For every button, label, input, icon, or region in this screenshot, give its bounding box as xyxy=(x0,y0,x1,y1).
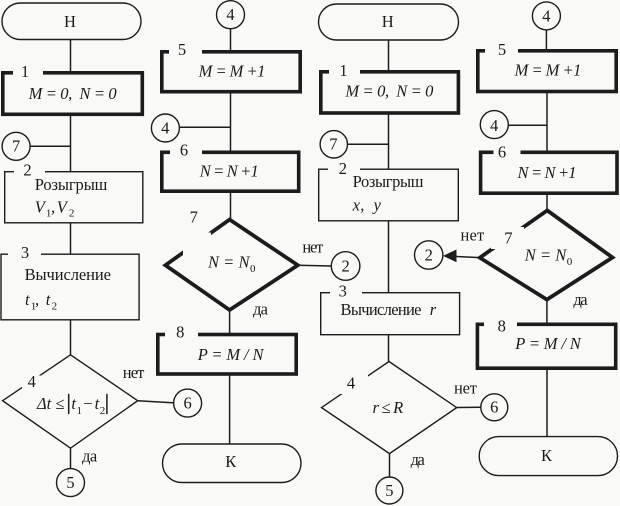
svg-text:t: t xyxy=(71,394,76,413)
svg-text:M = M +1: M = M +1 xyxy=(514,60,582,79)
svg-text:1: 1 xyxy=(77,405,83,417)
svg-text:,: , xyxy=(51,197,55,216)
svg-text:V: V xyxy=(57,197,69,216)
svg-text:2: 2 xyxy=(69,208,75,220)
svg-text:6: 6 xyxy=(490,398,498,417)
svg-text:4: 4 xyxy=(226,5,234,24)
svg-text:5: 5 xyxy=(178,40,186,59)
svg-text:7: 7 xyxy=(190,207,198,226)
svg-text:6: 6 xyxy=(498,143,506,162)
svg-text:2: 2 xyxy=(425,245,433,264)
svg-text:t: t xyxy=(46,290,51,309)
svg-text:1: 1 xyxy=(46,208,52,220)
svg-text:2: 2 xyxy=(52,300,58,312)
svg-text:Розыгрыш: Розыгрыш xyxy=(35,175,108,194)
svg-text:0: 0 xyxy=(567,256,573,268)
svg-text:нет: нет xyxy=(123,363,145,382)
svg-text:нет: нет xyxy=(461,225,485,244)
svg-text:4: 4 xyxy=(490,116,498,135)
svg-text:4: 4 xyxy=(347,373,355,392)
svg-text:Вычисление: Вычисление xyxy=(25,265,111,284)
svg-text:Вычисление: Вычисление xyxy=(341,300,422,319)
svg-text:−: − xyxy=(82,394,93,413)
svg-text:да: да xyxy=(573,290,588,309)
svg-text:3: 3 xyxy=(339,281,347,300)
svg-text:1: 1 xyxy=(339,61,347,80)
svg-text:5: 5 xyxy=(385,481,393,500)
svg-text:1: 1 xyxy=(31,300,37,312)
svg-text:N = N +1: N = N +1 xyxy=(517,163,577,182)
svg-text:N = N +1: N = N +1 xyxy=(199,161,259,180)
svg-text:t: t xyxy=(25,290,30,309)
svg-text:M = 0, N = 0: M = 0, N = 0 xyxy=(28,84,118,103)
svg-text:7: 7 xyxy=(504,229,512,248)
svg-text:8: 8 xyxy=(498,317,506,336)
svg-text:2: 2 xyxy=(341,256,349,275)
svg-text:4: 4 xyxy=(28,372,36,391)
svg-text:Δt ≤: Δt ≤ xyxy=(36,394,64,413)
svg-text:да: да xyxy=(411,450,426,469)
svg-text:,: , xyxy=(35,290,39,309)
svg-text:P = M / N: P = M / N xyxy=(514,334,581,353)
svg-text:M = M +1: M = M +1 xyxy=(198,61,266,80)
svg-text:N = N: N = N xyxy=(207,253,250,272)
svg-text:6: 6 xyxy=(180,140,188,159)
svg-text:7: 7 xyxy=(329,135,337,154)
svg-text:x, y: x, y xyxy=(352,195,382,214)
svg-text:2: 2 xyxy=(100,405,106,417)
svg-text:К: К xyxy=(225,452,237,471)
svg-text:Розыгрыш: Розыгрыш xyxy=(353,172,424,191)
svg-text:6: 6 xyxy=(183,394,191,413)
svg-text:2: 2 xyxy=(339,159,347,178)
svg-text:да: да xyxy=(82,447,98,466)
svg-text:5: 5 xyxy=(66,473,74,492)
svg-text:нет: нет xyxy=(302,237,323,256)
svg-text:r: r xyxy=(430,300,437,319)
svg-text:t: t xyxy=(95,394,100,413)
svg-text:2: 2 xyxy=(23,161,31,180)
svg-text:3: 3 xyxy=(21,243,29,262)
svg-text:r ≤ R: r ≤ R xyxy=(373,398,404,417)
svg-text:1: 1 xyxy=(21,62,29,81)
svg-text:нет: нет xyxy=(454,379,477,398)
svg-text:Н: Н xyxy=(382,12,394,31)
svg-text:P = M / N: P = M / N xyxy=(197,345,265,364)
svg-text:Н: Н xyxy=(64,12,76,31)
svg-text:N = N: N = N xyxy=(524,245,567,264)
svg-text:да: да xyxy=(253,300,269,319)
svg-text:7: 7 xyxy=(12,137,20,156)
svg-text:M = 0, N = 0: M = 0, N = 0 xyxy=(344,81,434,100)
svg-text:V: V xyxy=(35,197,47,216)
svg-text:4: 4 xyxy=(161,118,169,137)
svg-text:5: 5 xyxy=(498,40,506,59)
svg-text:К: К xyxy=(541,446,553,465)
svg-text:0: 0 xyxy=(250,263,256,275)
svg-text:4: 4 xyxy=(542,6,550,25)
svg-text:8: 8 xyxy=(176,322,184,341)
